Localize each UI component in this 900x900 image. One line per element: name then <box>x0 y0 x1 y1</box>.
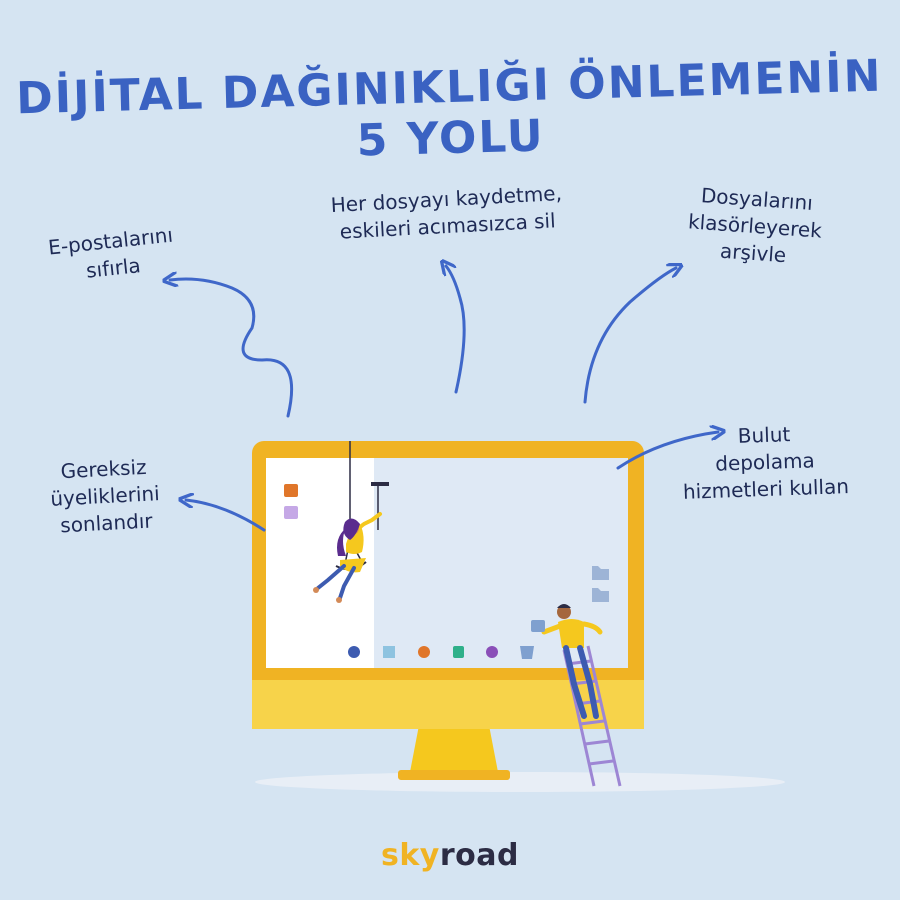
monitor-stand <box>398 720 510 780</box>
tip-archive-folders: Dosyalarını klasörleyerek arşivle <box>657 179 852 273</box>
floor-shadow <box>255 772 785 792</box>
arrow-save <box>446 266 466 394</box>
dock-icon-green <box>453 646 464 658</box>
arrows <box>170 266 718 532</box>
brand-logo: skyroad <box>0 838 900 873</box>
folder-icon <box>592 566 609 602</box>
dock-icon-blue <box>348 646 360 658</box>
trash-icon <box>520 646 534 659</box>
desktop-icon-orange <box>284 484 298 497</box>
monitor <box>252 441 644 729</box>
logo-part-road: road <box>439 838 519 873</box>
dock-icon-light <box>383 646 395 658</box>
tip-use-cloud-storage: Bulut depolama hizmetleri kullan <box>629 417 900 507</box>
man-figure <box>531 604 603 719</box>
dock-icon-orange <box>418 646 430 658</box>
arrow-archive <box>583 268 676 404</box>
arrow-unsubscribe <box>186 500 266 532</box>
logo-part-sky: sky <box>381 838 440 873</box>
dock-icon-purple <box>486 646 498 658</box>
desktop-icon-purple <box>284 506 298 519</box>
woman-figure <box>313 482 389 603</box>
arrow-email <box>170 279 294 418</box>
arrow-cloud <box>616 432 718 470</box>
tip-end-subscriptions: Gereksiz üyeliklerini sonlandır <box>28 452 182 541</box>
